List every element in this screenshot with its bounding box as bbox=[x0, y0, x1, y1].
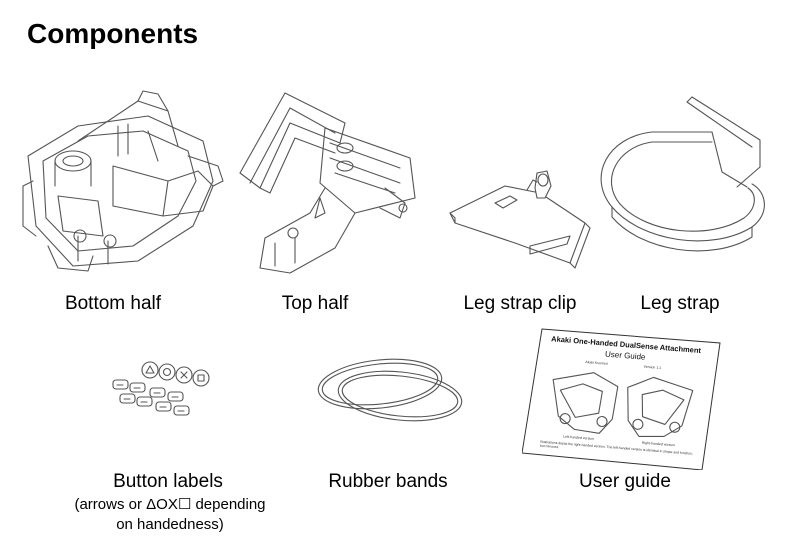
top-half-illustration bbox=[235, 88, 425, 278]
leg-strap-illustration bbox=[592, 92, 772, 262]
guide-right-controller-drawing bbox=[627, 376, 694, 438]
guide-left-controller-drawing bbox=[552, 372, 619, 434]
guide-cover-subtitle: User Guide bbox=[605, 350, 647, 362]
label-leg-strap: Leg strap bbox=[640, 293, 720, 314]
guide-cover-version: Version 1.1 bbox=[644, 365, 662, 370]
label-button-labels: Button labels bbox=[113, 471, 223, 492]
arrow-label-rows bbox=[112, 379, 190, 416]
button-labels-note-line2: on handedness) bbox=[116, 516, 224, 533]
button-labels-note-line1: (arrows or ΔOX☐ depending bbox=[74, 496, 266, 513]
guide-caption-left: Left-handed version bbox=[563, 435, 594, 441]
page-title: Components bbox=[27, 18, 199, 49]
label-user-guide: User guide bbox=[579, 471, 671, 492]
rubber-bands-illustration bbox=[312, 352, 467, 427]
leg-strap-clip-illustration bbox=[445, 168, 595, 270]
guide-cover-author: Akaki Kuumeri bbox=[585, 360, 608, 366]
label-leg-strap-clip: Leg strap clip bbox=[463, 293, 577, 314]
label-top-half: Top half bbox=[281, 293, 349, 314]
user-guide-booklet: Akaki One-Handed DualSense Attachment Us… bbox=[522, 325, 722, 470]
label-rubber-bands: Rubber bands bbox=[328, 471, 448, 492]
symbol-label-row bbox=[141, 361, 210, 387]
label-bottom-half: Bottom half bbox=[64, 293, 162, 314]
bottom-half-illustration bbox=[18, 86, 228, 278]
button-labels-illustration bbox=[110, 358, 210, 420]
guide-caption-right: Right-handed version bbox=[642, 441, 676, 448]
